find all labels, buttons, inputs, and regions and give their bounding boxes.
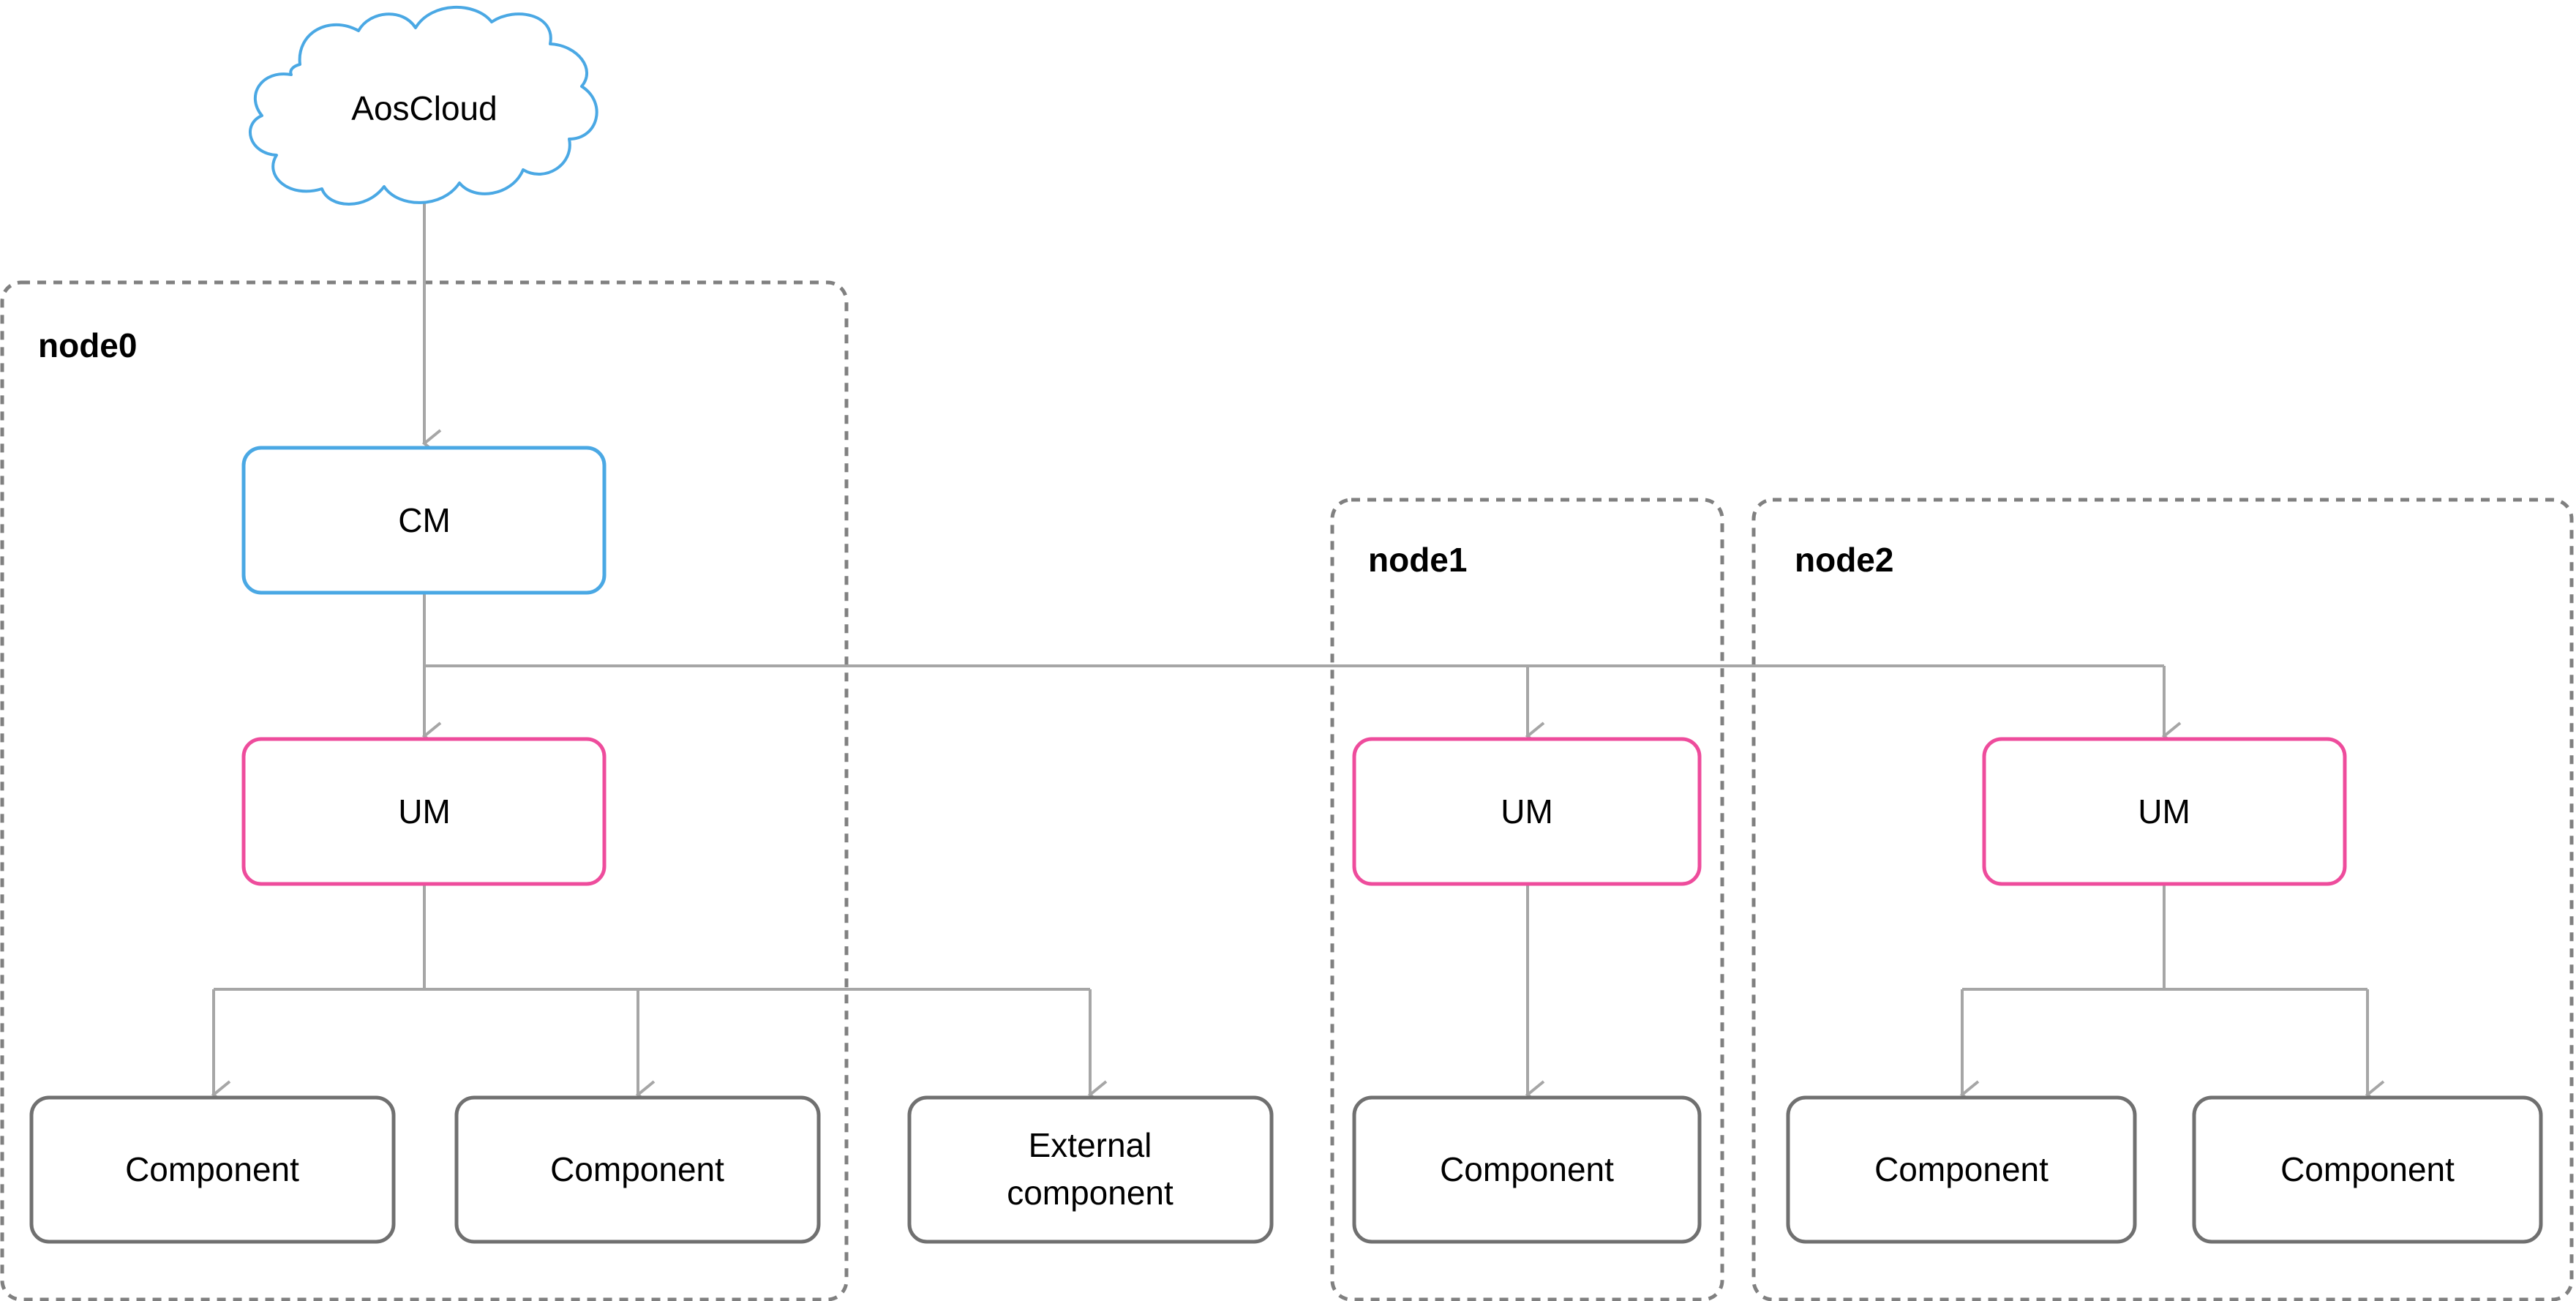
component-label: Component <box>1440 1150 1614 1188</box>
um-label-node0: UM <box>398 792 451 831</box>
cloud-icon <box>249 6 598 206</box>
node0-title: node0 <box>38 326 137 364</box>
component-box-node1: Component <box>1352 1095 1702 1244</box>
connectors <box>211 193 2385 1109</box>
component-label: Component <box>125 1150 299 1188</box>
cm-label: CM <box>398 501 451 539</box>
component-box-node2-a: Component <box>1786 1095 2137 1244</box>
cm-box: CM <box>241 446 607 595</box>
component-box-node0-a: Component <box>29 1095 396 1244</box>
node1-title: node1 <box>1368 541 1467 579</box>
node1-container: node1 <box>1330 498 1724 1301</box>
component-label: Component <box>1874 1150 2049 1188</box>
external-component-label-line2: component <box>1007 1174 1174 1212</box>
node2-title: node2 <box>1795 541 1893 579</box>
um-box-node2: UM <box>1982 737 2347 886</box>
um-box-node0: UM <box>241 737 607 886</box>
component-label: Component <box>2280 1150 2455 1188</box>
um-label-node1: UM <box>1501 792 1553 831</box>
um-label-node2: UM <box>2138 792 2190 831</box>
component-box-node2-b: Component <box>2192 1095 2543 1244</box>
component-box-node0-b: Component <box>454 1095 821 1244</box>
component-label: Component <box>550 1150 724 1188</box>
um-box-node1: UM <box>1352 737 1702 886</box>
external-component-box: External component <box>907 1095 1274 1244</box>
node2-container: node2 <box>1751 498 2574 1301</box>
external-component-label-line1: External <box>1029 1126 1152 1164</box>
aoscloud: AosCloud <box>249 6 598 206</box>
cloud-label: AosCloud <box>351 89 497 127</box>
